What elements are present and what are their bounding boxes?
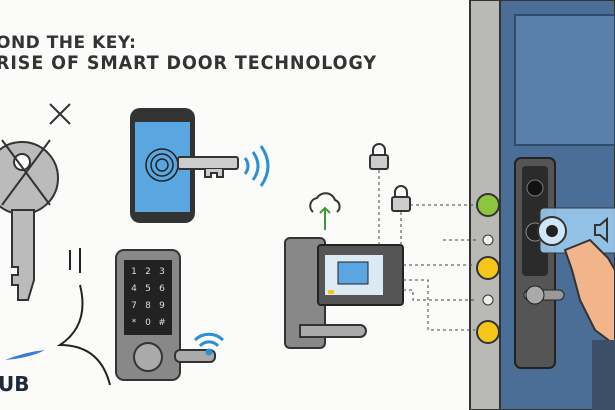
keypad-key: 2 [145, 267, 151, 277]
smart-hub-icon [284, 237, 404, 349]
cloud-upload-icon [309, 192, 341, 230]
keypad-key: * [132, 318, 137, 328]
scribble [56, 248, 111, 386]
logo: UB [0, 372, 30, 396]
keypad-key: # [158, 318, 166, 328]
hand-icon [563, 238, 615, 347]
connection-lines [378, 170, 478, 331]
keypad-key: 6 [159, 284, 165, 294]
gear-icon [476, 256, 500, 280]
keypad-key: 3 [159, 267, 165, 277]
wifi-icon [193, 332, 225, 356]
keypad-key: 4 [131, 284, 137, 294]
sound-waves-icon [243, 145, 270, 187]
door-handle-icon [299, 324, 367, 338]
gear-icon [476, 320, 500, 344]
lock-status-icon [476, 193, 500, 217]
crossed-key-icon [0, 103, 71, 301]
keypad-key: 0 [145, 318, 151, 328]
indicator-dot [482, 294, 494, 306]
title-line-2: RISE OF SMART DOOR TECHNOLOGY [0, 52, 377, 74]
keypad-key: 7 [131, 301, 137, 311]
indicator-dot [482, 234, 494, 246]
keypad-key: 1 [131, 267, 137, 277]
keypad-key: 5 [145, 284, 151, 294]
logo-swoosh [5, 350, 45, 360]
keypad-key: 8 [145, 301, 151, 311]
key-icon [177, 156, 239, 178]
title-line-1: OND THE KEY: [0, 33, 137, 53]
keypad-lock-icon [115, 249, 216, 381]
speaker-icon [537, 207, 615, 254]
padlock-icon [369, 143, 411, 212]
keypad-key: 9 [159, 301, 165, 311]
